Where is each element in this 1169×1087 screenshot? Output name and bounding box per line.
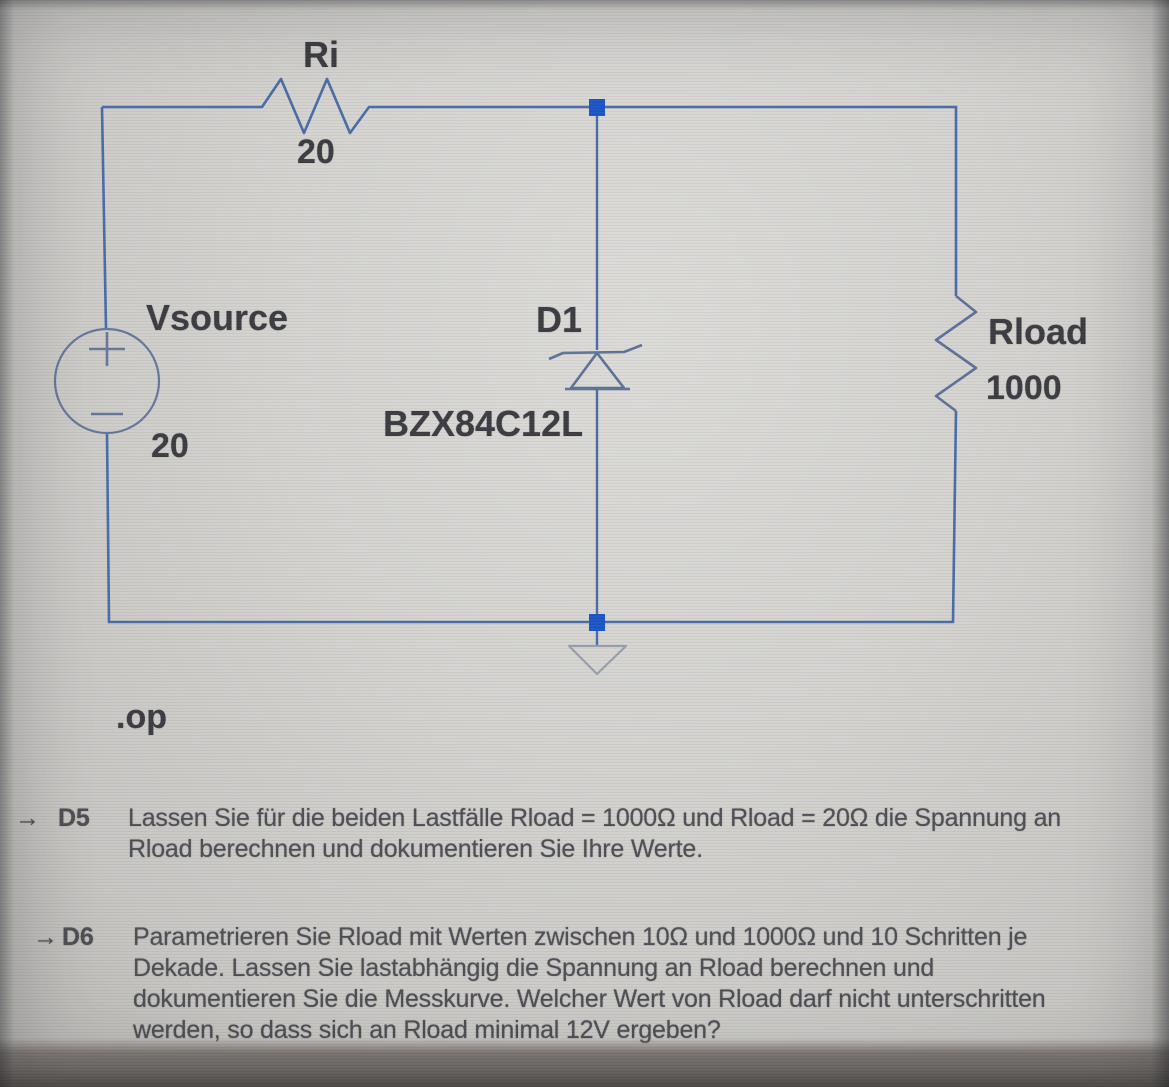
d1-model-label: BZX84C12L xyxy=(383,403,584,444)
spice-directive: .op xyxy=(116,698,167,736)
task-d6-line-1: Parametrieren Sie Rload mit Werten zwisc… xyxy=(133,923,1028,951)
task-d6-line-3: dokumentieren Sie die Messkurve. Welcher… xyxy=(133,985,1046,1013)
task-d6-line-2: Dekade. Lassen Sie lastabhängig die Span… xyxy=(133,954,935,982)
task-d6-arrow-icon: → xyxy=(33,923,58,951)
ri-label: Ri xyxy=(303,34,339,75)
task-d5-id: D5 xyxy=(58,804,90,832)
vsource-value: 20 xyxy=(151,427,189,465)
ground-icon xyxy=(567,644,628,676)
d1-label: D1 xyxy=(536,299,583,340)
ri-value: 20 xyxy=(297,133,335,171)
photo-bottom-edge xyxy=(0,1038,1169,1087)
wire-bottom-right xyxy=(605,410,958,624)
rload-label: Rload xyxy=(988,311,1089,352)
task-d5-line-2: Rload berechnen und dokumentieren Sie Ih… xyxy=(128,835,703,863)
vsource-circle-symbol xyxy=(53,327,161,435)
task-d6-text: Parametrieren Sie Rload mit Werten zwisc… xyxy=(133,923,1046,1047)
wire-left-top xyxy=(100,106,108,330)
task-d5-arrow-icon: → xyxy=(15,804,40,832)
junction-node-bottom xyxy=(589,614,605,631)
task-d6-id: D6 xyxy=(62,923,94,951)
zener-cathode-bar xyxy=(548,343,643,361)
wire-top-and-ri-resistor xyxy=(102,77,589,135)
wire-bottom-left xyxy=(105,432,589,624)
wire-top-right xyxy=(605,105,958,296)
plus-sign-icon xyxy=(89,332,125,366)
rload-resistor-symbol xyxy=(934,294,978,413)
vsource-label: Vsource xyxy=(146,297,289,338)
task-d5-text: Lassen Sie für die beiden Lastfälle Rloa… xyxy=(128,804,1061,866)
rload-value: 1000 xyxy=(986,369,1062,407)
task-d5-line-1: Lassen Sie für die beiden Lastfälle Rloa… xyxy=(128,804,1061,832)
junction-node-top xyxy=(589,99,605,116)
